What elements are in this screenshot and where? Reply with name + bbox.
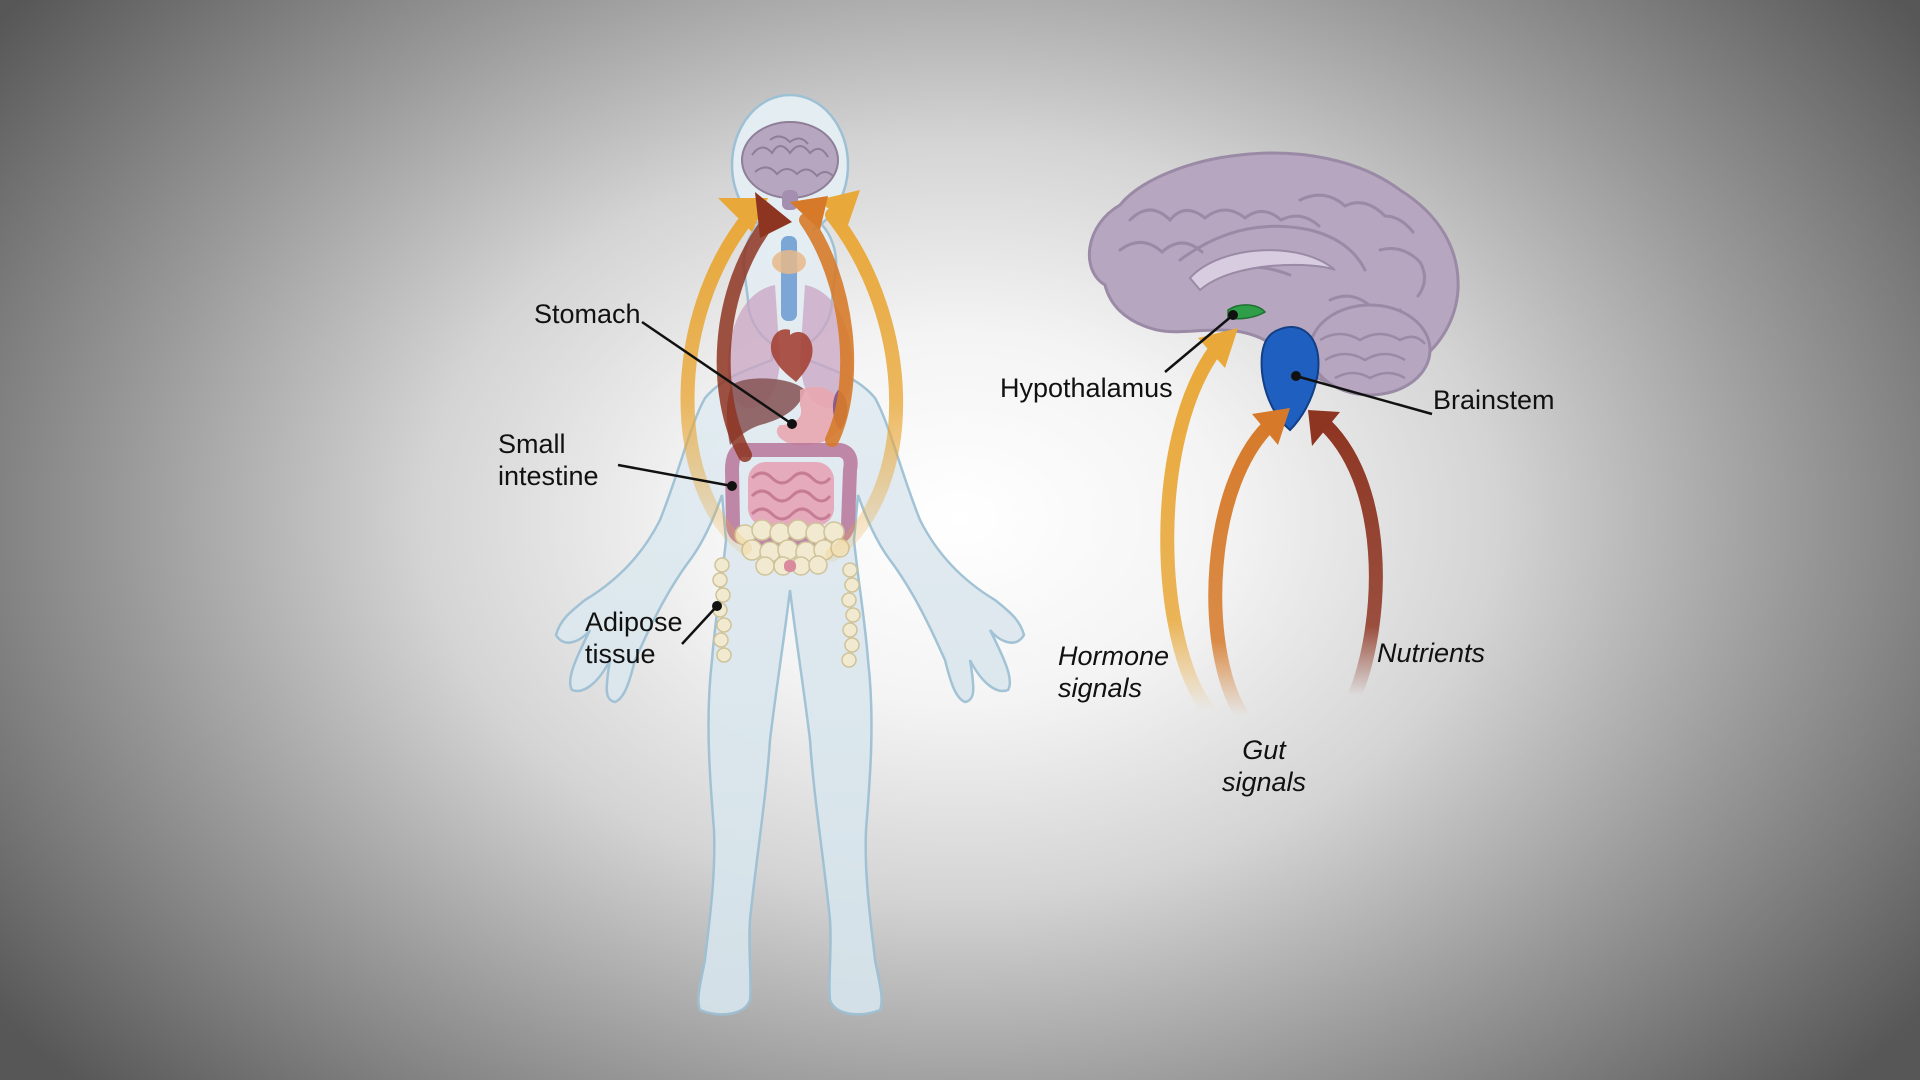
- human-body-figure: [556, 95, 1024, 1014]
- thyroid: [772, 250, 806, 274]
- brainstem-leader-dot: [1291, 371, 1301, 381]
- stomach-label: Stomach: [534, 298, 641, 330]
- adipose-leader-dot: [712, 601, 722, 611]
- small-intestine-label: Small intestine: [498, 428, 599, 492]
- gut-signals-label-line-1: Gut: [1222, 734, 1306, 766]
- gut-signals-label-line-2: signals: [1222, 766, 1306, 798]
- small-intestine-organ: [748, 462, 834, 526]
- stomach-leader-dot: [787, 419, 797, 429]
- hypothalamus-label: Hypothalamus: [1000, 372, 1173, 404]
- small-intestine-label-line-2: intestine: [498, 460, 599, 492]
- hypothalamus-leader-dot: [1228, 310, 1238, 320]
- sagittal-brain-figure: [1089, 153, 1458, 715]
- adipose-leader-line: [682, 606, 717, 644]
- bladder: [784, 560, 796, 572]
- small-intestine-label-line-1: Small: [498, 428, 599, 460]
- hormone-signals-label: Hormone signals: [1058, 640, 1169, 704]
- hormone-signals-label-line-2: signals: [1058, 672, 1169, 704]
- cerebellum: [1310, 305, 1430, 395]
- gut-signals-arrow: [1215, 420, 1275, 715]
- nutrients-label: Nutrients: [1377, 637, 1485, 669]
- hormone-signals-label-line-1: Hormone: [1058, 640, 1169, 672]
- hormone-signals-arrow: [1167, 350, 1215, 710]
- trachea: [781, 236, 797, 321]
- adipose-tissue-label-line-1: Adipose: [585, 606, 683, 638]
- gut-signals-label: Gut signals: [1222, 734, 1306, 798]
- adipose-tissue-label: Adipose tissue: [585, 606, 683, 670]
- adipose-tissue-label-line-2: tissue: [585, 638, 683, 670]
- nutrients-arrow: [1320, 420, 1376, 695]
- brainstem-label: Brainstem: [1433, 384, 1555, 416]
- small-intestine-leader-dot: [727, 481, 737, 491]
